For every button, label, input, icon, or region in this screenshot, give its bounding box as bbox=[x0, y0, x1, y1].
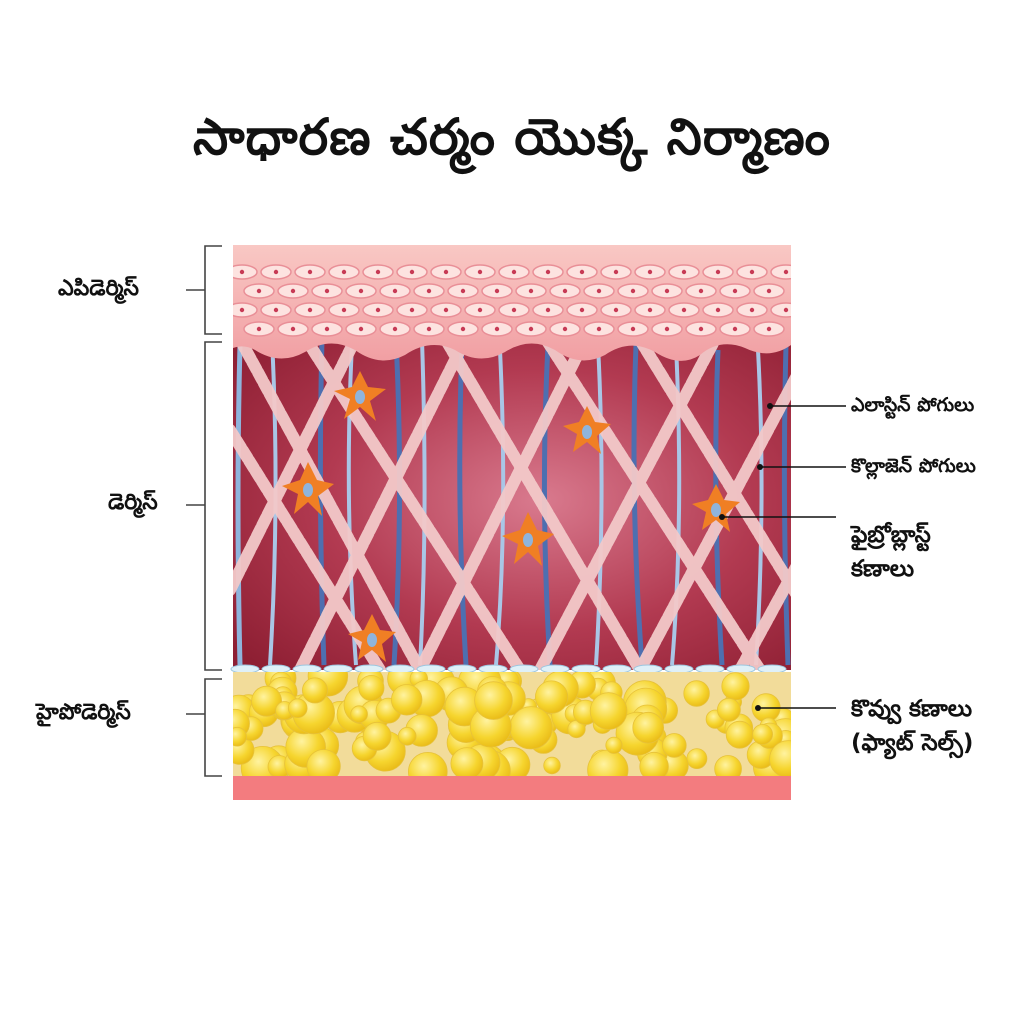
membrane-cell bbox=[633, 664, 663, 674]
epidermis-cell bbox=[770, 264, 791, 280]
fat-cell bbox=[391, 684, 423, 716]
collagen-fibers bbox=[233, 330, 791, 670]
membrane-cell bbox=[478, 664, 508, 674]
fat-cell bbox=[358, 675, 385, 702]
fat-cell bbox=[717, 697, 741, 722]
fat-cell bbox=[474, 681, 513, 720]
fat-cell bbox=[397, 726, 417, 746]
membrane-cell bbox=[385, 664, 415, 674]
fat-cell bbox=[752, 724, 773, 745]
fat-cell bbox=[725, 720, 754, 749]
fat-cells bbox=[233, 672, 791, 776]
fat-cell bbox=[362, 721, 392, 751]
membrane-cell bbox=[230, 664, 260, 674]
label-hypodermis: హైపోడెర్మిస్ bbox=[36, 700, 131, 725]
label-fibroblast-cells: ఫైబ్రోబ్లాస్ట్ కణాలు bbox=[851, 518, 931, 586]
fat-cell bbox=[632, 711, 664, 744]
fat-cell bbox=[450, 747, 484, 776]
fat-cell bbox=[661, 733, 687, 758]
fat-cell bbox=[509, 706, 553, 750]
fat-cell bbox=[251, 685, 283, 717]
label-elastin-fibers: ఎలాస్టిన్ పోగులు bbox=[851, 394, 975, 416]
membrane-cell bbox=[447, 664, 477, 674]
fat-cell bbox=[686, 748, 708, 769]
basement-membrane bbox=[230, 664, 787, 674]
epidermis-layer bbox=[233, 245, 791, 361]
fat-line2: (ఫ్యాట్ సెల్స్) bbox=[851, 730, 974, 756]
epidermis-cell bbox=[233, 264, 258, 280]
fat-cell bbox=[714, 755, 742, 776]
membrane-cell bbox=[602, 664, 632, 674]
fat-cell bbox=[301, 677, 328, 704]
label-epidermis: ఎపిడెర్మిస్ bbox=[58, 276, 139, 301]
membrane-cell bbox=[261, 664, 291, 674]
fat-cell bbox=[287, 698, 308, 718]
base-layer bbox=[233, 776, 791, 800]
label-fat-cells: కొవ్వు కణాలు (ఫ్యాట్ సెల్స్) bbox=[851, 692, 973, 760]
epidermis-cell bbox=[233, 302, 258, 318]
fat-cell bbox=[605, 736, 623, 754]
callout-lines bbox=[722, 405, 846, 709]
fat-cell bbox=[306, 749, 341, 776]
fibroblast-line2: కణాలు bbox=[851, 556, 915, 582]
fibroblast-line1: ఫైబ్రోబ్లాస్ట్ bbox=[851, 522, 931, 548]
membrane-cell bbox=[695, 664, 725, 674]
fat-line1: కొవ్వు కణాలు bbox=[851, 696, 973, 722]
membrane-cell bbox=[354, 664, 384, 674]
label-collagen-fibers: కొల్లాజెన్ పోగులు bbox=[851, 455, 976, 477]
callout-dots bbox=[719, 403, 773, 711]
fat-cell bbox=[721, 672, 750, 701]
fat-cell bbox=[589, 692, 628, 730]
fibroblast-cells bbox=[282, 371, 740, 662]
fat-cell bbox=[543, 756, 561, 775]
membrane-cell bbox=[571, 664, 601, 674]
membrane-cell bbox=[726, 664, 756, 674]
membrane-cell bbox=[757, 664, 787, 674]
layer-brackets bbox=[186, 245, 222, 777]
fat-cell bbox=[534, 680, 569, 714]
epidermis-cell bbox=[770, 302, 791, 318]
fat-cell bbox=[769, 740, 791, 776]
membrane-cell bbox=[509, 664, 539, 674]
membrane-cell bbox=[323, 664, 353, 674]
membrane-cell bbox=[664, 664, 694, 674]
fat-cell bbox=[639, 751, 669, 776]
label-dermis: డెర్మిస్ bbox=[108, 490, 158, 515]
membrane-cell bbox=[292, 664, 322, 674]
membrane-cell bbox=[540, 664, 570, 674]
fat-cell bbox=[350, 705, 368, 723]
fat-cell bbox=[233, 726, 247, 747]
diagram-title: సాధారణ చర్మం యొక్క నిర్మాణం bbox=[193, 108, 831, 166]
fat-cell bbox=[683, 680, 710, 707]
membrane-cell bbox=[416, 664, 446, 674]
fat-cell bbox=[408, 752, 448, 776]
